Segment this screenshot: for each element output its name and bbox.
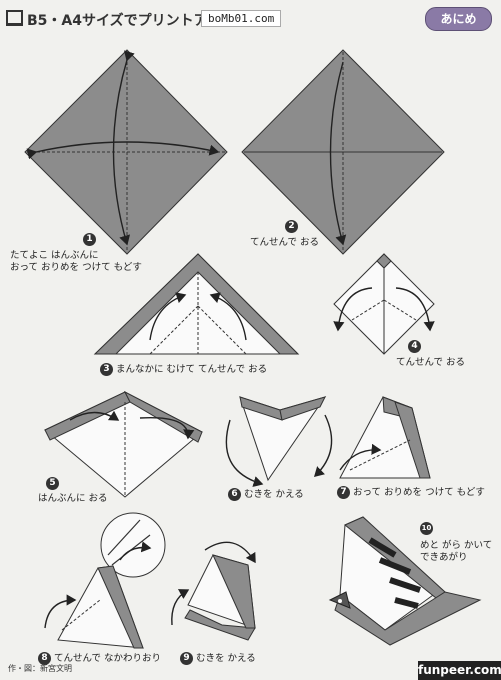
step-4-diagram: [333, 253, 435, 355]
step-7-diagram: [339, 396, 431, 479]
step-1-number: 1: [83, 233, 96, 246]
step-8-diagram: [44, 512, 166, 649]
step-4-number: 4: [408, 340, 421, 353]
step-3-caption-text: まんなかに むけて てんせんで おる: [116, 364, 268, 375]
step-5-caption: はんぶんに おる: [38, 493, 108, 504]
step-5-number: 5: [46, 477, 59, 490]
step-8-caption-text: てんせんで なかわりおり: [54, 653, 162, 664]
step-3-number: 3: [100, 363, 113, 376]
category-badge: あにめ: [425, 7, 492, 31]
author-credit: 作・図：新宮文明: [8, 664, 72, 673]
step-7-caption-text: おって おりめを つけて もどす: [353, 487, 485, 498]
step-6-caption-text: むきを かえる: [244, 489, 304, 500]
step-9-diagram: [171, 541, 256, 641]
printer-icon: [6, 10, 23, 26]
watermark-top: boMb01.com: [201, 10, 282, 27]
step-9-caption-text: むきを かえる: [196, 653, 256, 664]
watermark-bottom: funpeer.com: [418, 661, 501, 680]
step-10-caption-line-1: めと がら かいて: [420, 540, 493, 551]
step-4-caption: てんせんで おる: [396, 357, 466, 368]
step-7-number: 7: [337, 486, 350, 499]
step-6-diagram: [225, 396, 333, 487]
step-2-diagram: [241, 49, 445, 255]
step-10-caption-line-2: できあがり: [420, 552, 468, 563]
page-title-text: B5・A4サイズでプリントアウト: [27, 13, 236, 29]
step-10-caption: めと がら かいて できあがり: [420, 540, 492, 564]
step-5-diagram: [44, 390, 203, 498]
step-1-diagram: [24, 49, 228, 255]
page-title: B5・A4サイズでプリントアウト: [6, 10, 236, 30]
step-10-number: 10: [420, 522, 433, 535]
step-1-caption-line-2: おって おりめを つけて もどす: [10, 262, 142, 273]
step-10-diagram: [328, 516, 482, 646]
step-2-caption: てんせんで おる: [250, 237, 320, 248]
step-2-number: 2: [285, 220, 298, 233]
step-1-caption-line-1: たてよこ はんぶんに: [10, 250, 99, 261]
step-9-number: 9: [180, 652, 193, 665]
step-3-diagram: [93, 253, 300, 355]
step-8-number: 8: [38, 652, 51, 665]
step-1-caption: たてよこ はんぶんに おって おりめを つけて もどす: [10, 250, 142, 274]
step-6-number: 6: [228, 488, 241, 501]
